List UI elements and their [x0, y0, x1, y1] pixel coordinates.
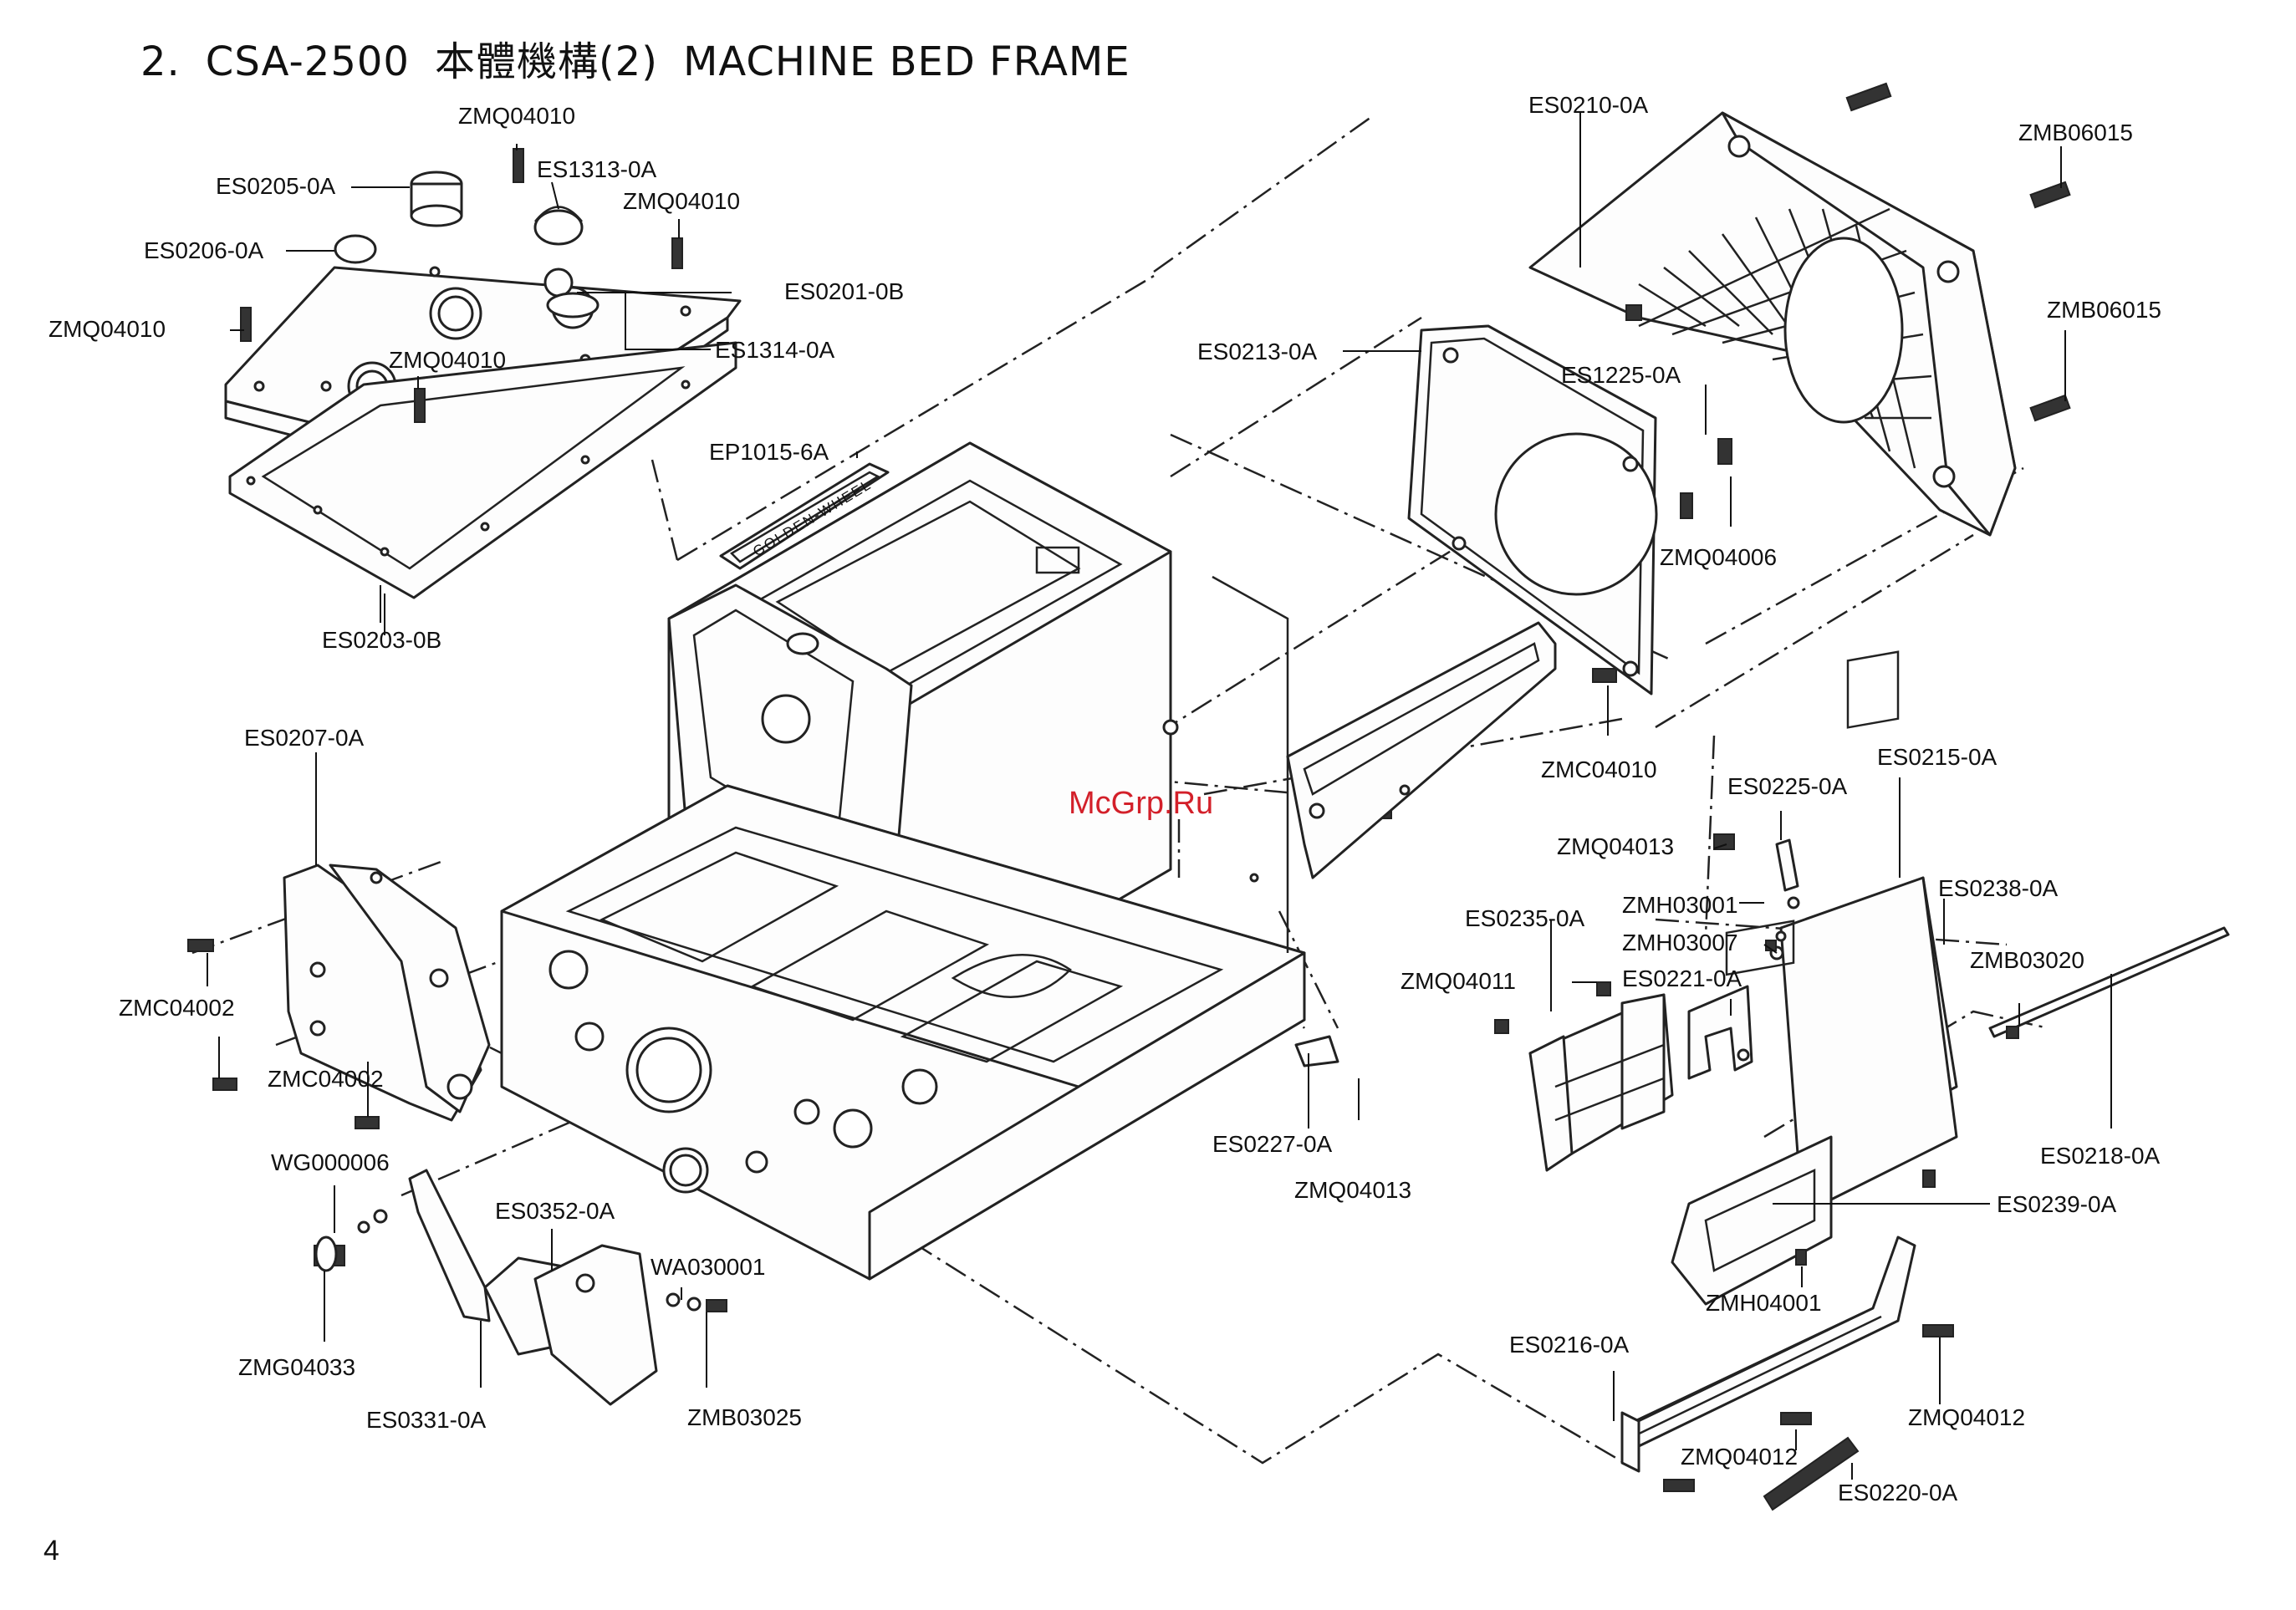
label-zmq04011: ZMQ04011	[1401, 968, 1516, 994]
label-zmq04010-top: ZMQ04010	[458, 103, 575, 129]
label-es0218-0a: ES0218-0A	[2040, 1143, 2161, 1169]
label-zmq04013-b: ZMQ04013	[1294, 1177, 1411, 1203]
lower-chip-guard	[1671, 1135, 1833, 1306]
label-zmb06015-a: ZMB06015	[2018, 120, 2133, 145]
label-zmc04002-b: ZMC04002	[268, 1066, 384, 1092]
label-es0352-0a: ES0352-0A	[495, 1198, 615, 1224]
label-es0331-0a: ES0331-0A	[366, 1407, 487, 1433]
label-es0227-0a: ES0227-0A	[1212, 1131, 1333, 1157]
label-zmq04012-a: ZMQ04012	[1908, 1404, 2025, 1430]
label-zmq04010-low: ZMQ04010	[389, 347, 506, 373]
label-es0210-0a: ES0210-0A	[1528, 92, 1649, 118]
label-es0205-0a: ES0205-0A	[216, 173, 336, 199]
label-es0206-0a: ES0206-0A	[144, 237, 264, 263]
label-zmb03020: ZMB03020	[1970, 947, 2084, 973]
label-zmq04013-a: ZMQ04013	[1557, 833, 1674, 859]
gasket	[228, 341, 737, 599]
section-number: 2.	[140, 38, 181, 85]
label-wg000006: WG000006	[271, 1149, 390, 1175]
label-es0207-0a: ES0207-0A	[244, 725, 365, 751]
long-rod	[1988, 926, 2230, 1038]
label-zmq04010-mid: ZMQ04010	[623, 188, 740, 214]
label-zmc04010: ZMC04010	[1541, 757, 1657, 782]
label-es0203-0b: ES0203-0B	[322, 627, 441, 653]
label-ep1015-6a: EP1015-6A	[709, 439, 829, 465]
label-zmq04012-b: ZMQ04012	[1681, 1444, 1798, 1470]
side-cover	[283, 864, 491, 1122]
needle-plate-rail	[1286, 621, 1557, 1067]
title-name: MACHINE BED FRAME	[682, 38, 1130, 85]
chip-chute	[1528, 993, 1674, 1172]
label-es0239-0a: ES0239-0A	[1997, 1191, 2117, 1217]
screw-icons-top	[240, 148, 683, 423]
label-es0225-0a: ES0225-0A	[1727, 773, 1848, 799]
label-zmb06015-b: ZMB06015	[2047, 297, 2161, 323]
label-wa030001: WA030001	[651, 1254, 766, 1280]
label-zmq04010-left: ZMQ04010	[48, 316, 166, 342]
label-zmb03025: ZMB03025	[687, 1404, 802, 1430]
page-title: 2. CSA-2500 本體機構(2) MACHINE BED FRAME	[140, 28, 1156, 87]
screw-icons-right	[1494, 833, 2019, 1266]
label-es0201-0b: ES0201-0B	[784, 278, 904, 304]
watermark: McGrp.Ru	[1069, 786, 1214, 821]
label-es1314-0a: ES1314-0A	[715, 337, 835, 363]
label-zmc04002-a: ZMC04002	[119, 995, 235, 1021]
label-es1225-0a: ES1225-0A	[1561, 362, 1681, 388]
screw-icons-rear	[1362, 82, 2071, 819]
label-es0220-0a: ES0220-0A	[1838, 1480, 1958, 1506]
spring	[1763, 1436, 1860, 1511]
bracket-small	[1687, 985, 1753, 1080]
knife-guide-rail	[1620, 1236, 1954, 1492]
label-zmh03001: ZMH03001	[1622, 892, 1738, 918]
page-number: 4	[43, 1535, 59, 1567]
lower-bracket-parts	[314, 1169, 727, 1406]
label-zmg04033: ZMG04033	[238, 1354, 355, 1380]
label-zmq04006: ZMQ04006	[1660, 544, 1777, 570]
part-labels: ZMQ04010 ES1313-0A ES0205-0A ZMQ04010 ES…	[48, 92, 2161, 1506]
label-es0221-0a: ES0221-0A	[1622, 965, 1742, 991]
leader-lines	[207, 113, 2112, 1480]
oil-cap	[334, 171, 600, 318]
title-cjk: 本體機構(2)	[434, 38, 658, 85]
rear-cover	[1528, 111, 2017, 537]
rear-gasket-plate	[1407, 324, 1658, 695]
label-es0235-0a: ES0235-0A	[1465, 905, 1585, 931]
label-zmh03007: ZMH03007	[1622, 930, 1738, 955]
cover-plate-right	[1725, 650, 1958, 1205]
label-es0213-0a: ES0213-0A	[1197, 339, 1318, 364]
label-zmh04001: ZMH04001	[1706, 1290, 1822, 1316]
label-es0238-0a: ES0238-0A	[1938, 875, 2059, 901]
label-es1313-0a: ES1313-0A	[537, 156, 657, 182]
machine-bed-casting	[500, 441, 1306, 1281]
model-name: CSA-2500	[205, 38, 410, 85]
label-es0216-0a: ES0216-0A	[1509, 1332, 1630, 1358]
label-es0215-0a: ES0215-0A	[1877, 744, 1998, 770]
